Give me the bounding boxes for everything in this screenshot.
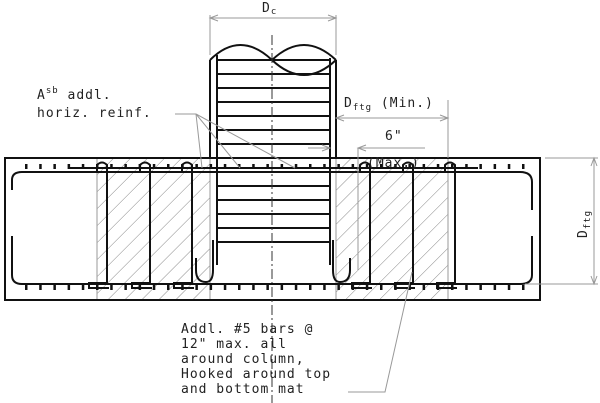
rebar-dot — [493, 285, 497, 290]
svg-text:around column,: around column, — [181, 352, 305, 367]
rebar-dot — [81, 164, 85, 169]
rebar-dot — [53, 285, 56, 290]
rebar-dot — [53, 164, 56, 169]
column — [195, 44, 351, 284]
rebar-dot — [167, 285, 170, 290]
addl-bar — [436, 161, 457, 289]
rebar-dot — [223, 285, 227, 290]
hatch-right — [336, 158, 448, 300]
svg-text:Addl. #5 bars @: Addl. #5 bars @ — [181, 322, 313, 337]
rebar-dot — [124, 285, 127, 290]
rebar-dot — [479, 285, 482, 290]
rebar-dot — [323, 164, 326, 169]
rebar-dot — [167, 164, 170, 169]
rebar-dot — [110, 164, 113, 169]
rebar-dot — [280, 164, 284, 169]
rebar-dot — [309, 164, 312, 169]
addl-bar — [131, 161, 152, 289]
rebar-dot — [25, 285, 28, 290]
rebar-dot — [266, 285, 269, 290]
asb-leaders — [175, 113, 296, 169]
rebar-dot — [25, 164, 28, 169]
rebar-dot — [522, 285, 525, 290]
rebar-dot — [380, 285, 383, 290]
addl-bar — [88, 161, 109, 289]
rebar-dot — [394, 164, 397, 169]
addl-bar — [173, 161, 194, 289]
rebar-dot — [195, 164, 198, 169]
rebar-dot — [323, 285, 326, 290]
svg-text:12" max. all: 12" max. all — [181, 337, 287, 352]
asb-label-line2: horiz. reinf. — [37, 106, 152, 121]
dftg-side-label: Dftg — [576, 210, 593, 238]
addl-bar — [351, 161, 372, 289]
svg-text:Hooked around top: Hooked around top — [181, 367, 331, 382]
addl-bar — [394, 161, 415, 289]
dc-label: Dc — [262, 1, 277, 17]
dftg-min-dimension — [308, 100, 450, 270]
rebar-dot — [39, 285, 42, 290]
asb-label-line1: Asb addl. — [37, 86, 112, 103]
rebar-dot — [195, 285, 198, 290]
rebar-dot — [67, 164, 71, 169]
rebar-dot — [479, 164, 482, 169]
rebar-dot — [223, 164, 227, 169]
rebar-dot — [493, 164, 497, 169]
rebar-dot — [209, 164, 213, 169]
rebar-dot — [337, 164, 340, 169]
dftg-side-dimension — [525, 156, 598, 286]
rebar-dot — [436, 164, 440, 169]
hatch-left — [97, 158, 210, 300]
max-label: (Max.) — [367, 156, 420, 171]
dftg-min-label: Dftg (Min.) — [344, 96, 434, 113]
svg-text:and bottom mat: and bottom mat — [181, 382, 305, 397]
rebar-dot — [408, 164, 411, 169]
rebar-dot — [380, 164, 383, 169]
footing-rebar — [11, 161, 533, 290]
rebar-dot — [209, 285, 213, 290]
rebar-dot — [152, 164, 156, 169]
rebar-dot — [465, 285, 468, 290]
note-leader — [348, 271, 413, 393]
rebar-dot — [465, 164, 468, 169]
rebar-dot — [39, 164, 42, 169]
rebar-dot — [451, 164, 454, 169]
rebar-dot — [252, 164, 255, 169]
rebar-dot — [238, 285, 241, 290]
rebar-dot — [252, 285, 255, 290]
rebar-dot — [124, 164, 127, 169]
rebar-dot — [365, 164, 369, 169]
rebar-dot — [81, 285, 85, 290]
rebar-dot — [67, 285, 71, 290]
rebar-dot — [110, 285, 113, 290]
six-inch-label: 6" — [385, 129, 403, 144]
rebar-dot — [351, 164, 355, 169]
rebar-dot — [337, 285, 340, 290]
rebar-dot — [280, 285, 284, 290]
rebar-dot — [522, 164, 525, 169]
rebar-dot — [309, 285, 312, 290]
rebar-dot — [507, 164, 511, 169]
rebar-dot — [422, 164, 426, 169]
rebar-dot — [294, 164, 298, 169]
note-text: Addl. #5 bars @ 12" max. all around colu… — [181, 322, 331, 397]
rebar-dot — [422, 285, 426, 290]
rebar-dot — [507, 285, 511, 290]
dc-dimension — [208, 14, 338, 55]
rebar-dot — [152, 285, 156, 290]
rebar-dot — [266, 164, 269, 169]
rebar-dot — [294, 285, 298, 290]
